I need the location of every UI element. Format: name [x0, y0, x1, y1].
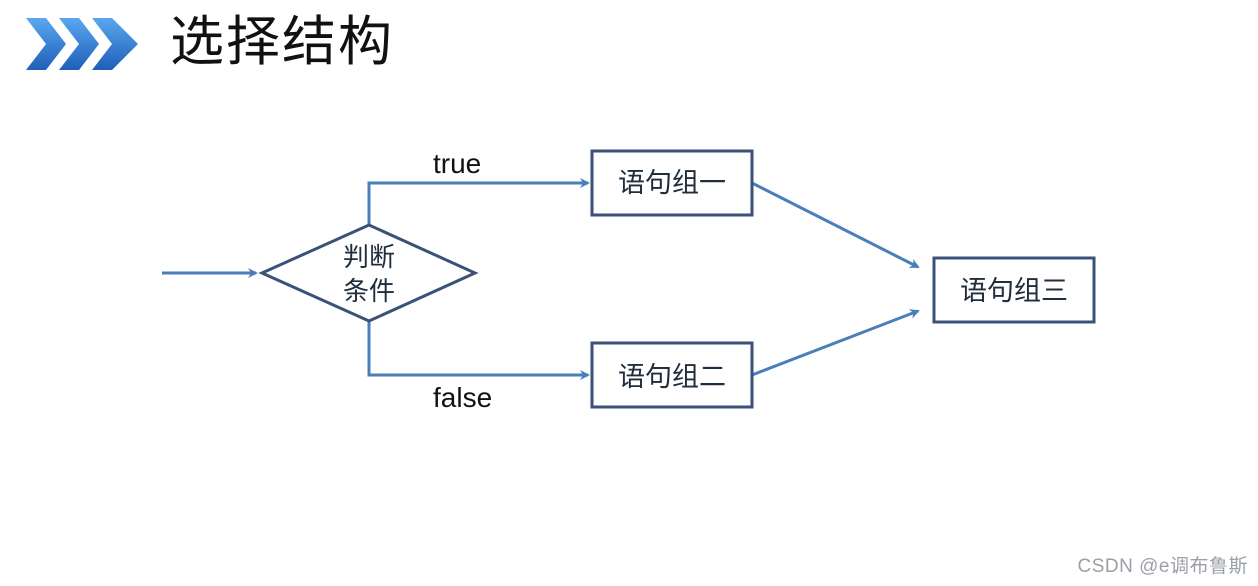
statement-box-three: [932, 256, 1096, 324]
true-branch-arrow: [367, 178, 590, 225]
watermark: CSDN @e调布鲁斯: [1077, 556, 1248, 577]
page-title: 选择结构: [170, 10, 394, 73]
statement-label-three: 语句组三: [960, 276, 1068, 307]
statement-label-two: 语句组二: [618, 362, 726, 393]
merge-arrow-two: [751, 309, 920, 377]
statement-box-one: [590, 149, 754, 217]
decision-label-line2: 条件: [343, 277, 395, 307]
false-branch-arrow: [367, 321, 590, 380]
statement-box-two: [590, 341, 754, 409]
merge-arrow-one: [751, 181, 920, 269]
statement-label-one: 语句组一: [618, 168, 726, 199]
false-label: false: [433, 382, 492, 413]
decision-label-line1: 判断: [343, 243, 395, 273]
true-label: true: [433, 148, 481, 179]
decision-diamond: [258, 223, 479, 323]
triple-chevron-icon: [26, 18, 138, 70]
